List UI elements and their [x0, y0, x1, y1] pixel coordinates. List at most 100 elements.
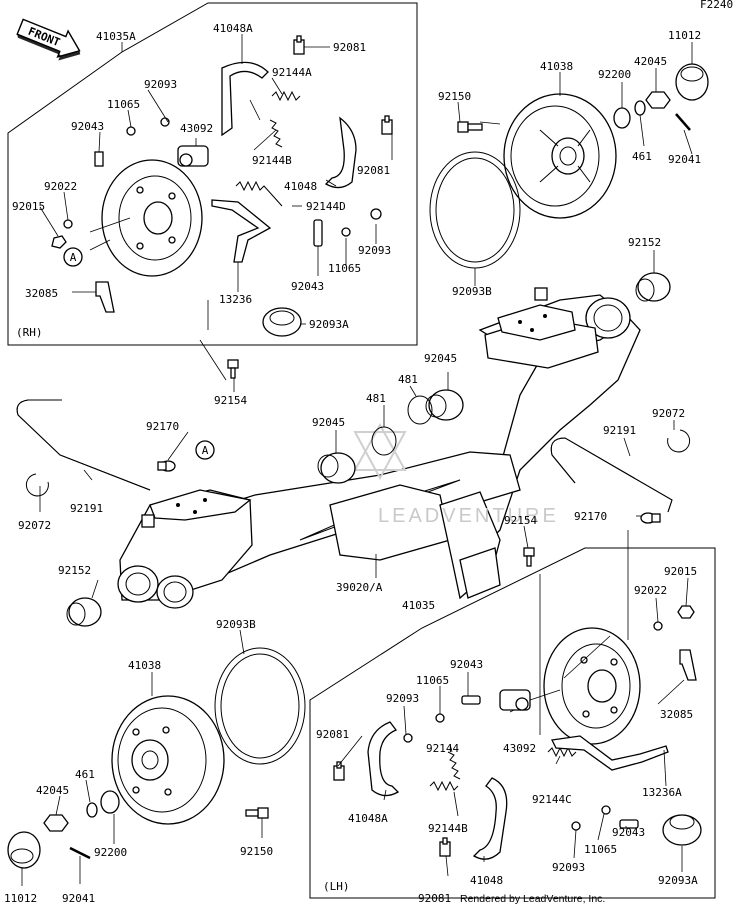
- part-number-label[interactable]: 92150: [438, 90, 471, 103]
- part-number-label[interactable]: 92200: [598, 68, 631, 81]
- part-number-label[interactable]: 11065: [584, 843, 617, 856]
- pin-92041-top: [675, 113, 691, 131]
- part-number-label[interactable]: 92093B: [216, 618, 256, 631]
- part-number-label[interactable]: 481: [398, 373, 418, 386]
- rh-wheel-cylinder: [177, 145, 209, 167]
- part-number-label[interactable]: 92154: [504, 514, 537, 527]
- rh-brake-drum: [503, 93, 617, 219]
- clip-92072-right: [667, 429, 691, 453]
- front-arrow-icon: FRONT: [16, 18, 81, 61]
- bolt-92154-upper: [227, 359, 239, 379]
- part-number-label[interactable]: 92191: [70, 502, 103, 515]
- part-number-label[interactable]: 42045: [634, 55, 667, 68]
- part-number-label[interactable]: 92093: [552, 861, 585, 874]
- part-number-label[interactable]: 11012: [4, 892, 37, 905]
- bushing-92045-upper: [425, 389, 464, 421]
- spring-92144D: [235, 180, 283, 207]
- part-number-label[interactable]: 92170: [574, 510, 607, 523]
- part-number-label[interactable]: 92170: [146, 420, 179, 433]
- bracket-32085-rh: [95, 281, 115, 313]
- rh-brake-shoe-41048A: [221, 61, 269, 137]
- part-number-label[interactable]: 481: [366, 392, 386, 405]
- part-number-label[interactable]: 43092: [180, 122, 213, 135]
- lh-brake-shoe-41048A: [367, 721, 400, 797]
- part-number-label[interactable]: 42045: [36, 784, 69, 797]
- spring-92144A: [271, 90, 301, 102]
- part-number-label[interactable]: 92152: [628, 236, 661, 249]
- part-number-label[interactable]: 92144B: [428, 822, 468, 835]
- part-number-label[interactable]: 92150: [240, 845, 273, 858]
- part-number-label[interactable]: 92081: [418, 892, 451, 905]
- part-number-label[interactable]: 92191: [603, 424, 636, 437]
- callout-a-center-label: A: [202, 444, 209, 457]
- bushing-92045-lower: [317, 452, 356, 484]
- part-number-label[interactable]: 92022: [634, 584, 667, 597]
- part-number-label[interactable]: 41035A: [96, 30, 136, 43]
- washer-461-top: [634, 100, 646, 116]
- part-number-label[interactable]: 92093A: [658, 874, 698, 887]
- part-number-label[interactable]: 11065: [416, 674, 449, 687]
- part-number-label[interactable]: 92093: [358, 244, 391, 257]
- pins-lh: [403, 605, 695, 831]
- part-number-label[interactable]: 39020/A: [336, 581, 383, 594]
- part-number-label[interactable]: 92041: [62, 892, 95, 905]
- part-number-label[interactable]: 92081: [316, 728, 349, 741]
- part-number-label[interactable]: 11012: [668, 29, 701, 42]
- part-number-label[interactable]: 41038: [540, 60, 573, 73]
- part-number-label[interactable]: 92093B: [452, 285, 492, 298]
- part-number-label[interactable]: 92043: [291, 280, 324, 293]
- part-number-label[interactable]: 92045: [424, 352, 457, 365]
- clip-92072-left: [25, 473, 49, 497]
- part-number-label[interactable]: 92093: [144, 78, 177, 91]
- part-number-label[interactable]: 92072: [652, 407, 685, 420]
- part-number-label[interactable]: 92144D: [306, 200, 346, 213]
- lh-brake-shoe-41048: [472, 777, 508, 860]
- washer-461-bottom: [86, 802, 98, 818]
- part-number-label[interactable]: 32085: [25, 287, 58, 300]
- part-number-label[interactable]: 92015: [664, 565, 697, 578]
- part-number-label[interactable]: 92144C: [532, 793, 572, 806]
- part-number-label[interactable]: 92081: [357, 164, 390, 177]
- hose-92191-left: [16, 399, 151, 491]
- clamp-92170-right: [640, 512, 661, 524]
- part-number-label[interactable]: 461: [75, 768, 95, 781]
- part-number-label[interactable]: 13236: [219, 293, 252, 306]
- credit-text: Rendered by LeadVenture, Inc.: [460, 893, 605, 905]
- part-number-label[interactable]: 92081: [333, 41, 366, 54]
- part-number-label[interactable]: 92043: [612, 826, 645, 839]
- part-number-label[interactable]: 92093: [386, 692, 419, 705]
- cap-92093A-rh: [262, 307, 302, 337]
- part-number-label[interactable]: 41038: [128, 659, 161, 672]
- part-number-label[interactable]: 92045: [312, 416, 345, 429]
- part-number-label[interactable]: 461: [632, 150, 652, 163]
- part-number-label[interactable]: 43092: [503, 742, 536, 755]
- part-number-label[interactable]: 92144: [426, 742, 459, 755]
- part-number-label[interactable]: 41048: [470, 874, 503, 887]
- part-number-label[interactable]: 92200: [94, 846, 127, 859]
- part-number-label[interactable]: 92152: [58, 564, 91, 577]
- part-number-label[interactable]: 92154: [214, 394, 247, 407]
- part-number-label[interactable]: 11065: [328, 262, 361, 275]
- part-number-label[interactable]: 92144A: [272, 66, 312, 79]
- ring-481-upper: [407, 395, 433, 425]
- part-number-label[interactable]: 41048A: [348, 812, 388, 825]
- part-number-label[interactable]: 92043: [450, 658, 483, 671]
- part-number-label[interactable]: 92015: [12, 200, 45, 213]
- part-number-label[interactable]: 92022: [44, 180, 77, 193]
- washer-92200-bottom: [100, 790, 120, 814]
- part-number-label[interactable]: 92043: [71, 120, 104, 133]
- part-number-label[interactable]: 41048A: [213, 22, 253, 35]
- lh-backing-plate: [543, 627, 641, 745]
- part-number-label[interactable]: 92144B: [252, 154, 292, 167]
- part-number-label[interactable]: 13236A: [642, 786, 682, 799]
- part-number-label[interactable]: 41048: [284, 180, 317, 193]
- part-number-label[interactable]: 92093A: [309, 318, 349, 331]
- lh-wheel-cylinder: [499, 689, 531, 711]
- part-number-label[interactable]: 41035: [402, 599, 435, 612]
- nut-42045-top: [645, 91, 671, 109]
- part-number-label[interactable]: 11065: [107, 98, 140, 111]
- part-number-label[interactable]: 32085: [660, 708, 693, 721]
- part-number-label[interactable]: 92072: [18, 519, 51, 532]
- part-number-label[interactable]: 92041: [668, 153, 701, 166]
